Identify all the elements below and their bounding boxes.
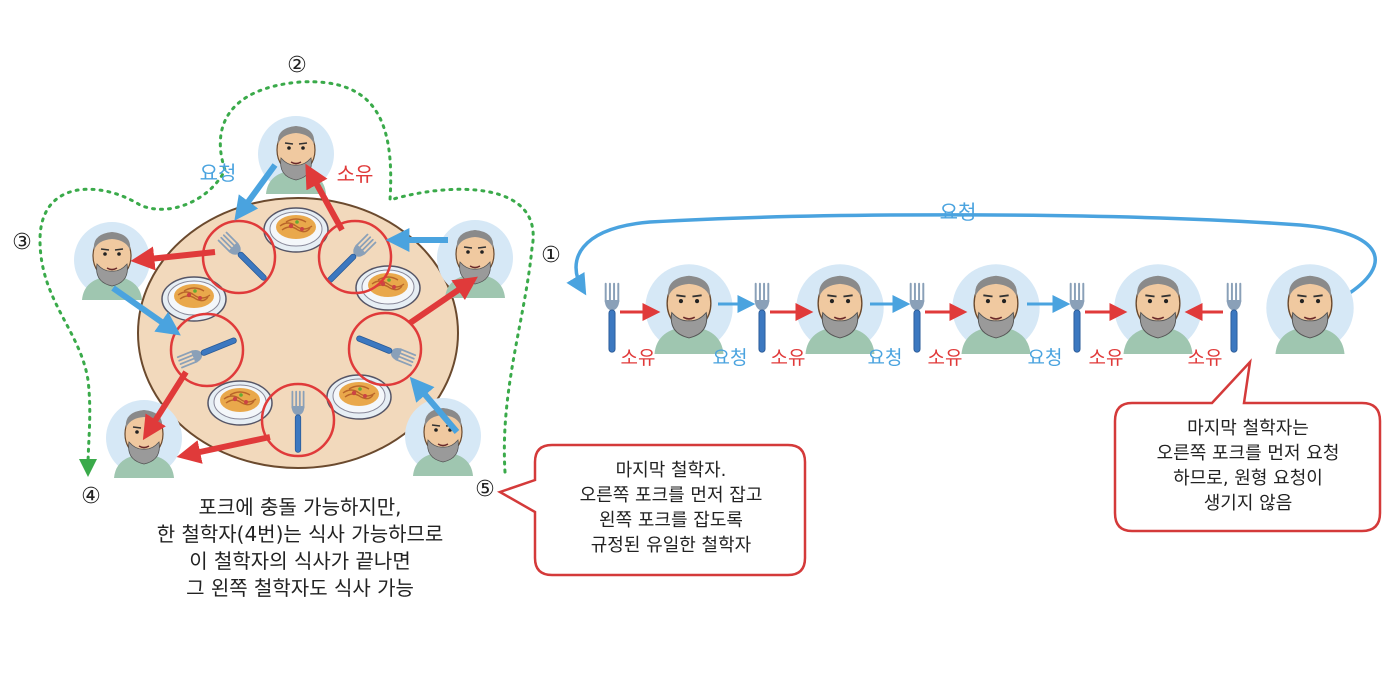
caption-line: 포크에 충돌 가능하지만, xyxy=(110,494,490,521)
caption-line: 그 왼쪽 철학자도 식사 가능 xyxy=(110,575,490,602)
callout-line: 오른쪽 포크를 먼저 잡고 xyxy=(540,483,802,508)
fork-icon xyxy=(605,284,619,352)
own-label: 소유 xyxy=(928,347,963,369)
philosopher-number-2: ② xyxy=(287,53,307,78)
table-caption: 포크에 충돌 가능하지만, 한 철학자(4번)는 식사 가능하므로 이 철학자의… xyxy=(110,494,490,602)
circular-request-callout-text: 마지막 철학자는 오른쪽 포크를 먼저 요청 하므로, 원형 요청이 생기지 않… xyxy=(1120,416,1376,516)
callout-line: 생기지 않음 xyxy=(1120,491,1376,516)
philosopher-face-icon xyxy=(106,400,182,478)
fork-icon xyxy=(755,284,769,352)
request-label: 요청 xyxy=(1028,347,1063,369)
linear-chain-diagram: 요청 소유 요청 소유 요청 소유 요청 소유 소유 xyxy=(576,200,1375,369)
callout-line: 마지막 철학자. xyxy=(540,458,802,483)
philosopher-face-icon xyxy=(258,116,334,194)
callout-line: 오른쪽 포크를 먼저 요청 xyxy=(1120,441,1376,466)
request-label: 요청 xyxy=(713,347,748,369)
own-label: 소유 xyxy=(621,347,656,369)
philosopher-face-icon xyxy=(1114,264,1201,354)
callout-line: 규정된 유일한 철학자 xyxy=(540,533,802,558)
philosopher-number-4: ④ xyxy=(81,484,101,509)
fork-icon xyxy=(910,284,924,352)
philosopher-face-icon xyxy=(796,264,883,354)
last-philosopher-callout-text: 마지막 철학자. 오른쪽 포크를 먼저 잡고 왼쪽 포크를 잡도록 규정된 유일… xyxy=(540,458,802,558)
fork-icon xyxy=(1070,284,1084,352)
callout-line: 하므로, 원형 요청이 xyxy=(1120,466,1376,491)
philosopher-face-icon xyxy=(74,222,150,300)
own-label: 소유 xyxy=(337,162,374,186)
callout-line: 왼쪽 포크를 잡도록 xyxy=(540,508,802,533)
caption-line: 이 철학자의 식사가 끝나면 xyxy=(110,548,490,575)
round-table-diagram: 요청 소유 ② ① ③ ④ ⑤ xyxy=(12,53,561,509)
philosopher-number-3: ③ xyxy=(12,230,32,255)
philosopher-face-icon xyxy=(645,264,732,354)
philosopher-number-1: ① xyxy=(541,243,561,268)
own-label: 소유 xyxy=(771,347,806,369)
request-label: 요청 xyxy=(868,347,903,369)
philosopher-face-icon xyxy=(1266,264,1353,354)
own-label: 소유 xyxy=(1089,347,1124,369)
philosopher-face-icon xyxy=(952,264,1039,354)
fork-icon xyxy=(1227,284,1241,352)
spaghetti-plate-icon xyxy=(327,375,391,419)
callout-line: 마지막 철학자는 xyxy=(1120,416,1376,441)
request-label: 요청 xyxy=(200,161,237,185)
philosopher-face-icon xyxy=(405,398,481,476)
own-label: 소유 xyxy=(1188,347,1223,369)
caption-line: 한 철학자(4번)는 식사 가능하므로 xyxy=(110,521,490,548)
request-label: 요청 xyxy=(940,200,977,224)
